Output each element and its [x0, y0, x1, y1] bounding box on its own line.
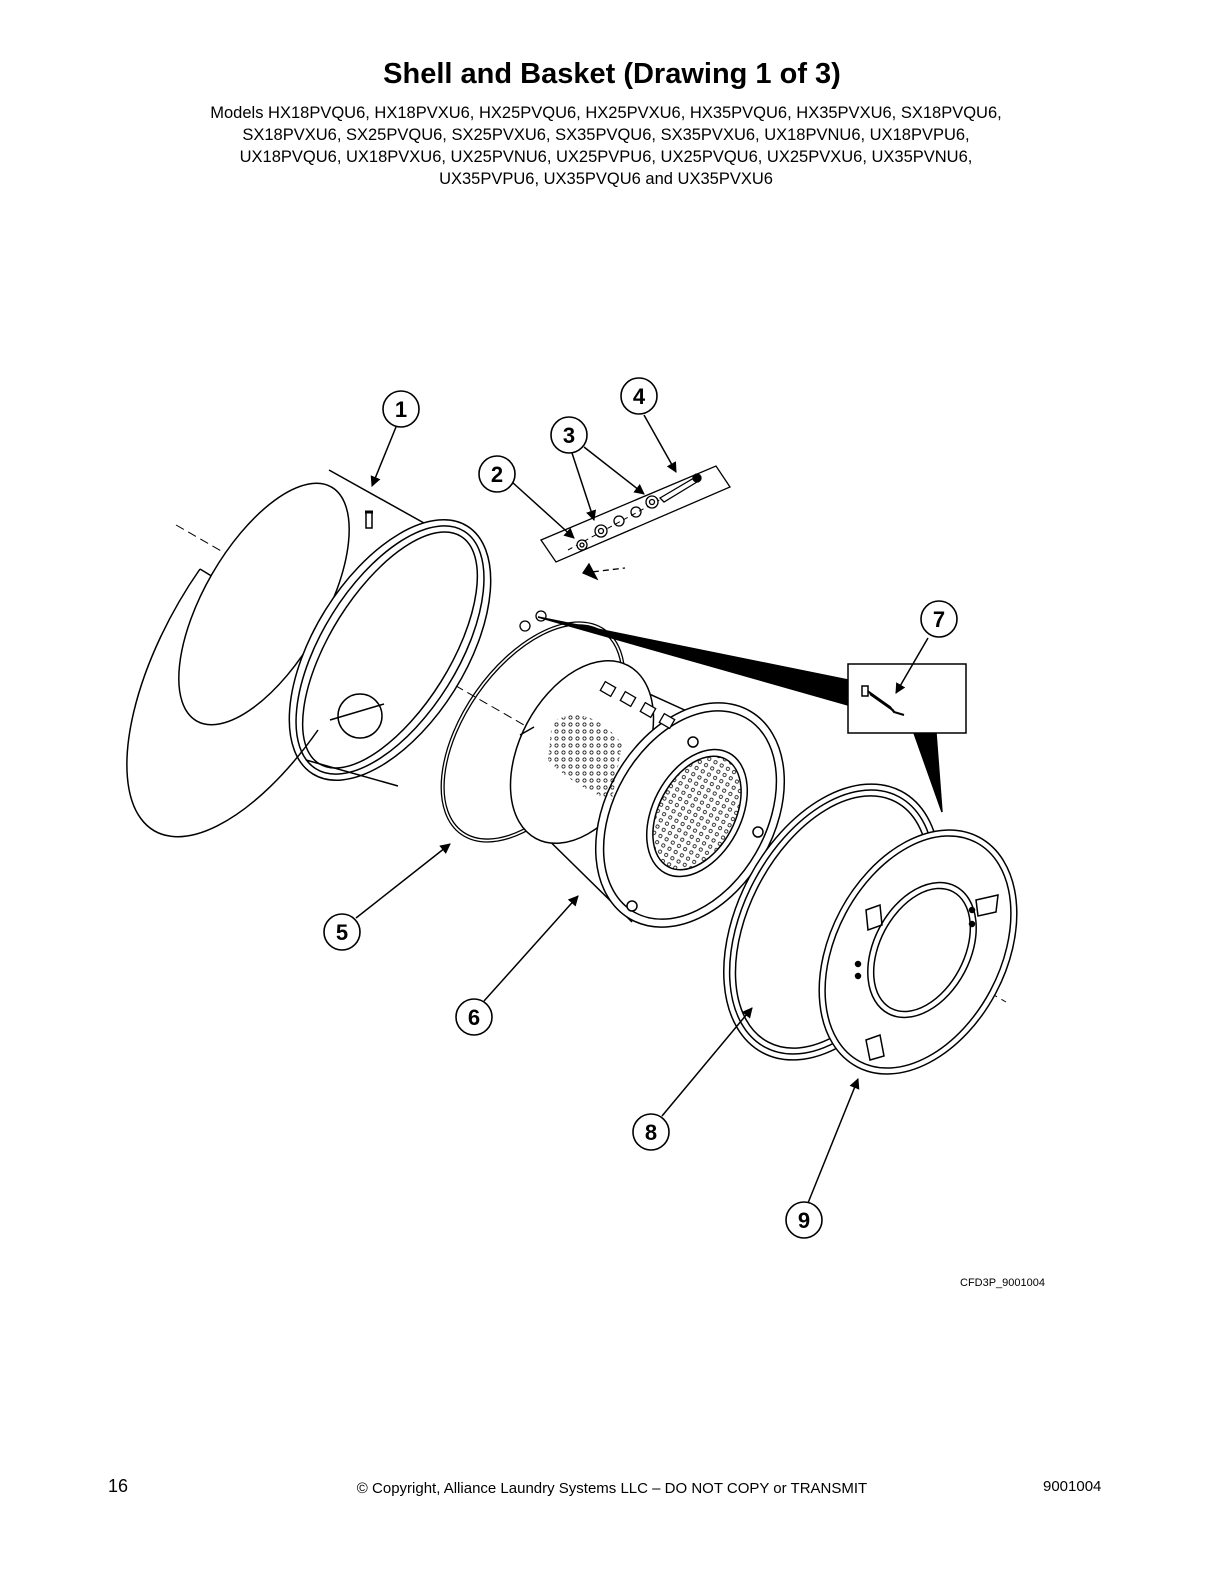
- copyright-notice: © Copyright, Alliance Laundry Systems LL…: [356, 1480, 868, 1497]
- leader-lines: [355, 414, 929, 1204]
- document-number: 9001004: [1043, 1478, 1102, 1495]
- callout-4: 4: [620, 377, 658, 415]
- callout-5: 5: [323, 913, 361, 951]
- callout-label: 1: [395, 397, 407, 422]
- callout-label: 6: [468, 1005, 480, 1030]
- detail-box: [537, 616, 967, 813]
- callout-9: 9: [785, 1201, 823, 1239]
- callout-7: 7: [920, 600, 958, 638]
- callout-label: 9: [798, 1208, 810, 1233]
- callout-3: 3: [550, 416, 588, 454]
- callout-6: 6: [455, 998, 493, 1036]
- basket: [509, 659, 786, 928]
- model-list: Models HX18PVQU6, HX18PVXU6, HX25PVQU6, …: [150, 102, 1062, 190]
- outer-shell: [126, 469, 492, 838]
- callout-label: 2: [491, 462, 503, 487]
- callout-8: 8: [632, 1113, 670, 1151]
- model-line: SX18PVXU6, SX25PVQU6, SX25PVXU6, SX35PVQ…: [242, 126, 970, 144]
- callout-label: 3: [563, 423, 575, 448]
- front-panel: [818, 829, 1018, 1075]
- callout-label: 4: [633, 384, 646, 409]
- callout-1: 1: [382, 390, 420, 428]
- callout-label: 8: [645, 1120, 657, 1145]
- model-line: UX18PVQU6, UX18PVXU6, UX25PVNU6, UX25PVP…: [239, 148, 973, 166]
- model-line: UX35PVPU6, UX35PVQU6 and UX35PVXU6: [439, 170, 773, 188]
- model-line: Models HX18PVQU6, HX18PVXU6, HX25PVQU6, …: [210, 104, 1002, 122]
- page-number: 16: [108, 1476, 129, 1496]
- hardware-panel: [540, 465, 731, 581]
- page-title: Shell and Basket (Drawing 1 of 3): [383, 58, 841, 90]
- callout-2: 2: [478, 455, 516, 493]
- drawing-code: CFD3P_9001004: [960, 1277, 1046, 1289]
- callout-label: 7: [933, 607, 945, 632]
- callout-label: 5: [336, 920, 348, 945]
